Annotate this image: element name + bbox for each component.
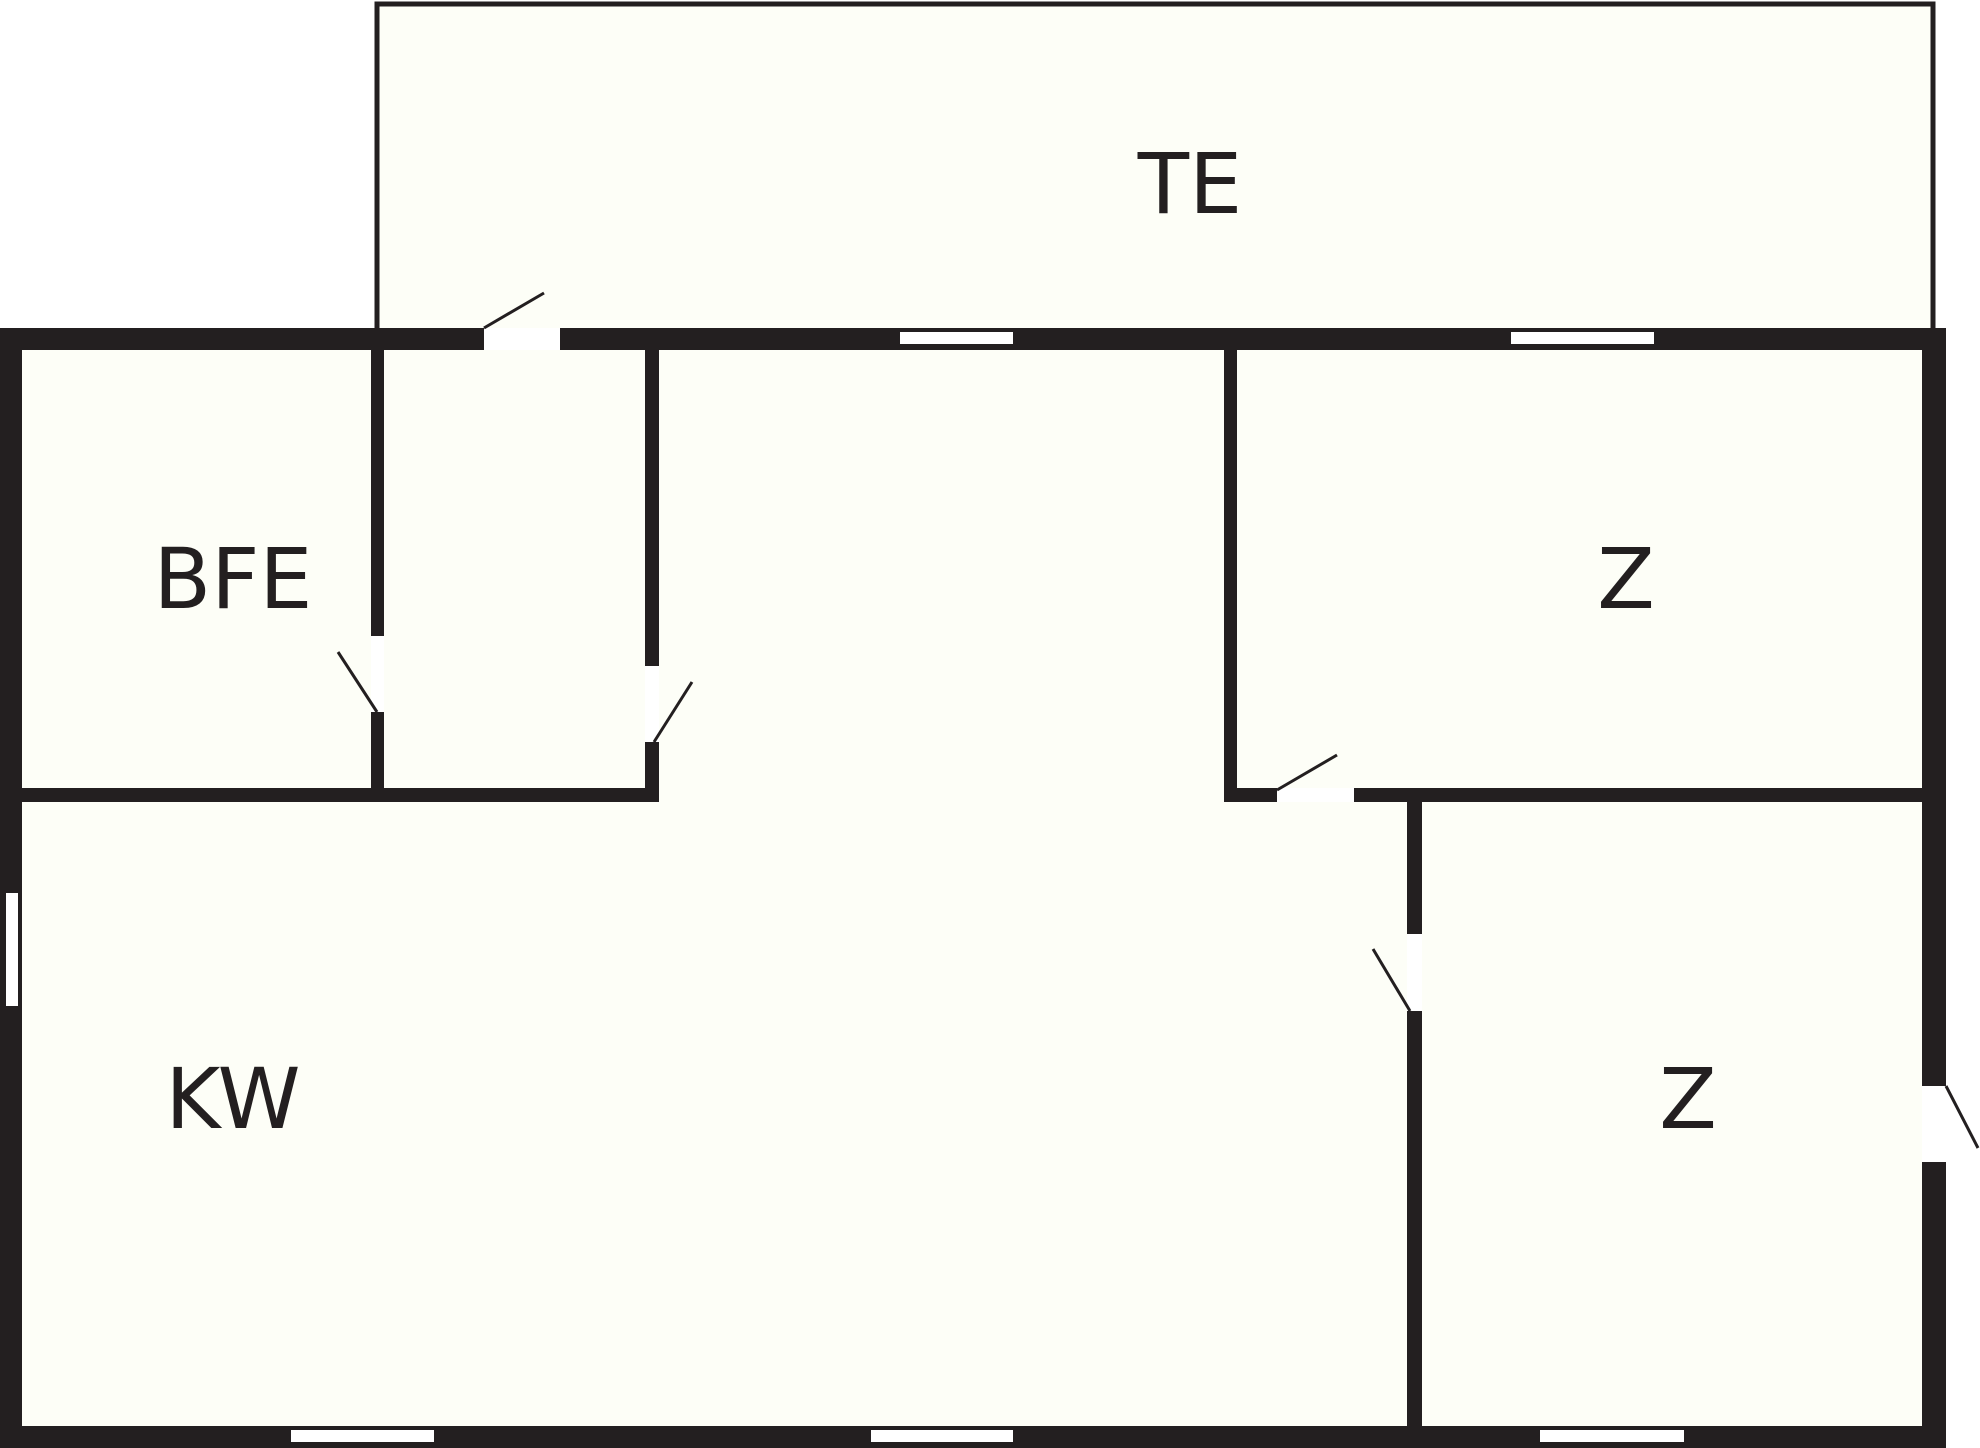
room-labels: TE BFE KW Z Z xyxy=(153,135,1716,1148)
terrace-border xyxy=(374,1,1936,332)
room-label-living: KW xyxy=(165,1050,300,1148)
wall-right-horizontal xyxy=(1224,788,1936,802)
window-icon xyxy=(1540,1430,1684,1442)
room-label-z-bottom: Z xyxy=(1659,1050,1717,1148)
door-swings xyxy=(336,291,1980,1149)
door-swing-icon xyxy=(1276,753,1338,792)
door-swing-icon xyxy=(336,651,379,713)
door-opening-room-z-bottom xyxy=(1407,934,1422,1011)
floor-areas xyxy=(20,4,1946,1429)
window-icon xyxy=(6,893,18,1006)
interior-floor xyxy=(20,347,1946,1429)
window-icon xyxy=(291,1430,434,1442)
window-icon xyxy=(871,1430,1013,1442)
room-label-terrace: TE xyxy=(1137,135,1242,233)
door-swing-icon xyxy=(483,291,545,330)
wall-room-z-left xyxy=(1224,340,1237,802)
wall-bathroom-vestibule xyxy=(371,340,384,790)
room-label-bathroom: BFE xyxy=(153,530,312,628)
door-swing-icon xyxy=(652,681,694,743)
door-swing-icon xyxy=(1944,1085,1980,1149)
door-opening-exterior-right xyxy=(1922,1086,1946,1162)
terrace-floor xyxy=(377,4,1933,337)
door-opening-terrace xyxy=(484,328,560,350)
room-label-z-top: Z xyxy=(1597,530,1655,628)
window-icon xyxy=(900,332,1013,344)
door-openings xyxy=(371,328,1946,1162)
window-icon xyxy=(1511,332,1654,344)
door-opening-bathroom xyxy=(371,636,384,712)
outer-wall-right xyxy=(1922,328,1946,1448)
wall-room-z-divider xyxy=(1407,788,1422,1438)
door-opening-room-z-top xyxy=(1277,788,1354,802)
windows xyxy=(6,332,1684,1442)
terrace-outline xyxy=(374,1,1936,332)
door-opening-vestibule xyxy=(645,666,659,742)
wall-left-horizontal xyxy=(14,788,659,802)
door-swing-icon xyxy=(1371,948,1412,1012)
outer-wall-left xyxy=(0,328,22,1448)
